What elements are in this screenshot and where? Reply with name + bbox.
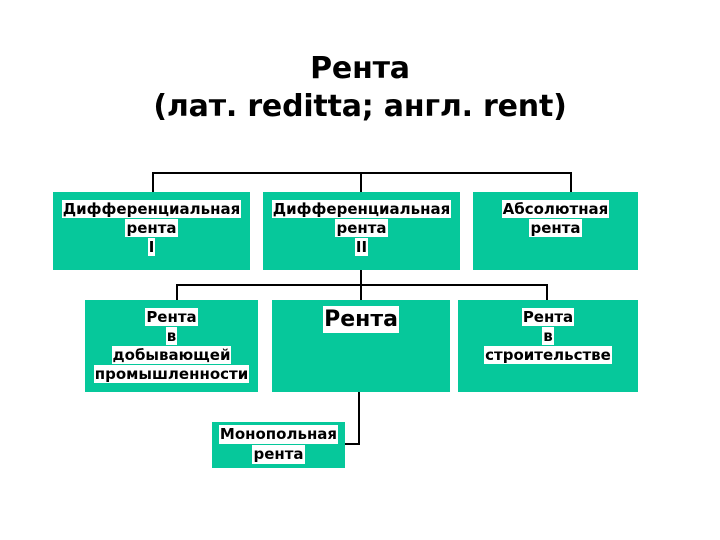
node-line: в: [165, 327, 178, 345]
node-line: II: [354, 238, 369, 256]
node-absolute-rent[interactable]: Абсолютная рента: [473, 192, 638, 270]
node-line: строительстве: [484, 346, 612, 364]
node-line: добывающей: [111, 346, 232, 364]
title-line-2: (лат. reditta; англ. rent): [153, 89, 567, 124]
node-line: промышленности: [93, 365, 250, 383]
node-monopoly-rent[interactable]: Монопольная рента: [212, 422, 345, 468]
connector-top-middle-drop: [360, 172, 362, 194]
node-line: рента: [252, 445, 305, 464]
connector-mid-right-drop: [546, 284, 548, 302]
node-rent-in-construction[interactable]: Рента в строительстве: [458, 300, 638, 392]
connector-monopoly-horizontal: [345, 443, 360, 445]
node-line: в: [542, 327, 554, 345]
connector-top-horizontal: [152, 172, 572, 174]
node-line: рента: [335, 219, 388, 237]
title-line-1: Рента: [310, 51, 410, 86]
node-rent[interactable]: Рента: [272, 300, 450, 392]
node-line: Монопольная: [218, 425, 339, 444]
node-line: Рента: [145, 308, 198, 326]
connector-top-left-drop: [152, 172, 154, 194]
node-differential-rent-2[interactable]: Дифференциальная рента II: [263, 192, 460, 270]
node-differential-rent-1[interactable]: Дифференциальная рента I: [53, 192, 250, 270]
page-title: Рента (лат. reditta; англ. rent): [0, 50, 720, 126]
node-line: рента: [529, 219, 582, 237]
connector-monopoly-drop: [358, 392, 360, 445]
node-line: Дифференциальная: [271, 200, 452, 218]
node-line: Абсолютная: [501, 200, 610, 218]
node-rent-in-mining-industry[interactable]: Рента в добывающей промышленности: [85, 300, 258, 392]
connector-top-right-drop: [570, 172, 572, 194]
node-line: Рента: [521, 308, 575, 326]
node-line: Рента: [323, 306, 399, 333]
node-line: Дифференциальная: [61, 200, 242, 218]
connector-mid-left-drop: [176, 284, 178, 302]
connector-mid-horizontal: [176, 284, 548, 286]
node-line: I: [147, 238, 156, 256]
node-line: рента: [125, 219, 178, 237]
